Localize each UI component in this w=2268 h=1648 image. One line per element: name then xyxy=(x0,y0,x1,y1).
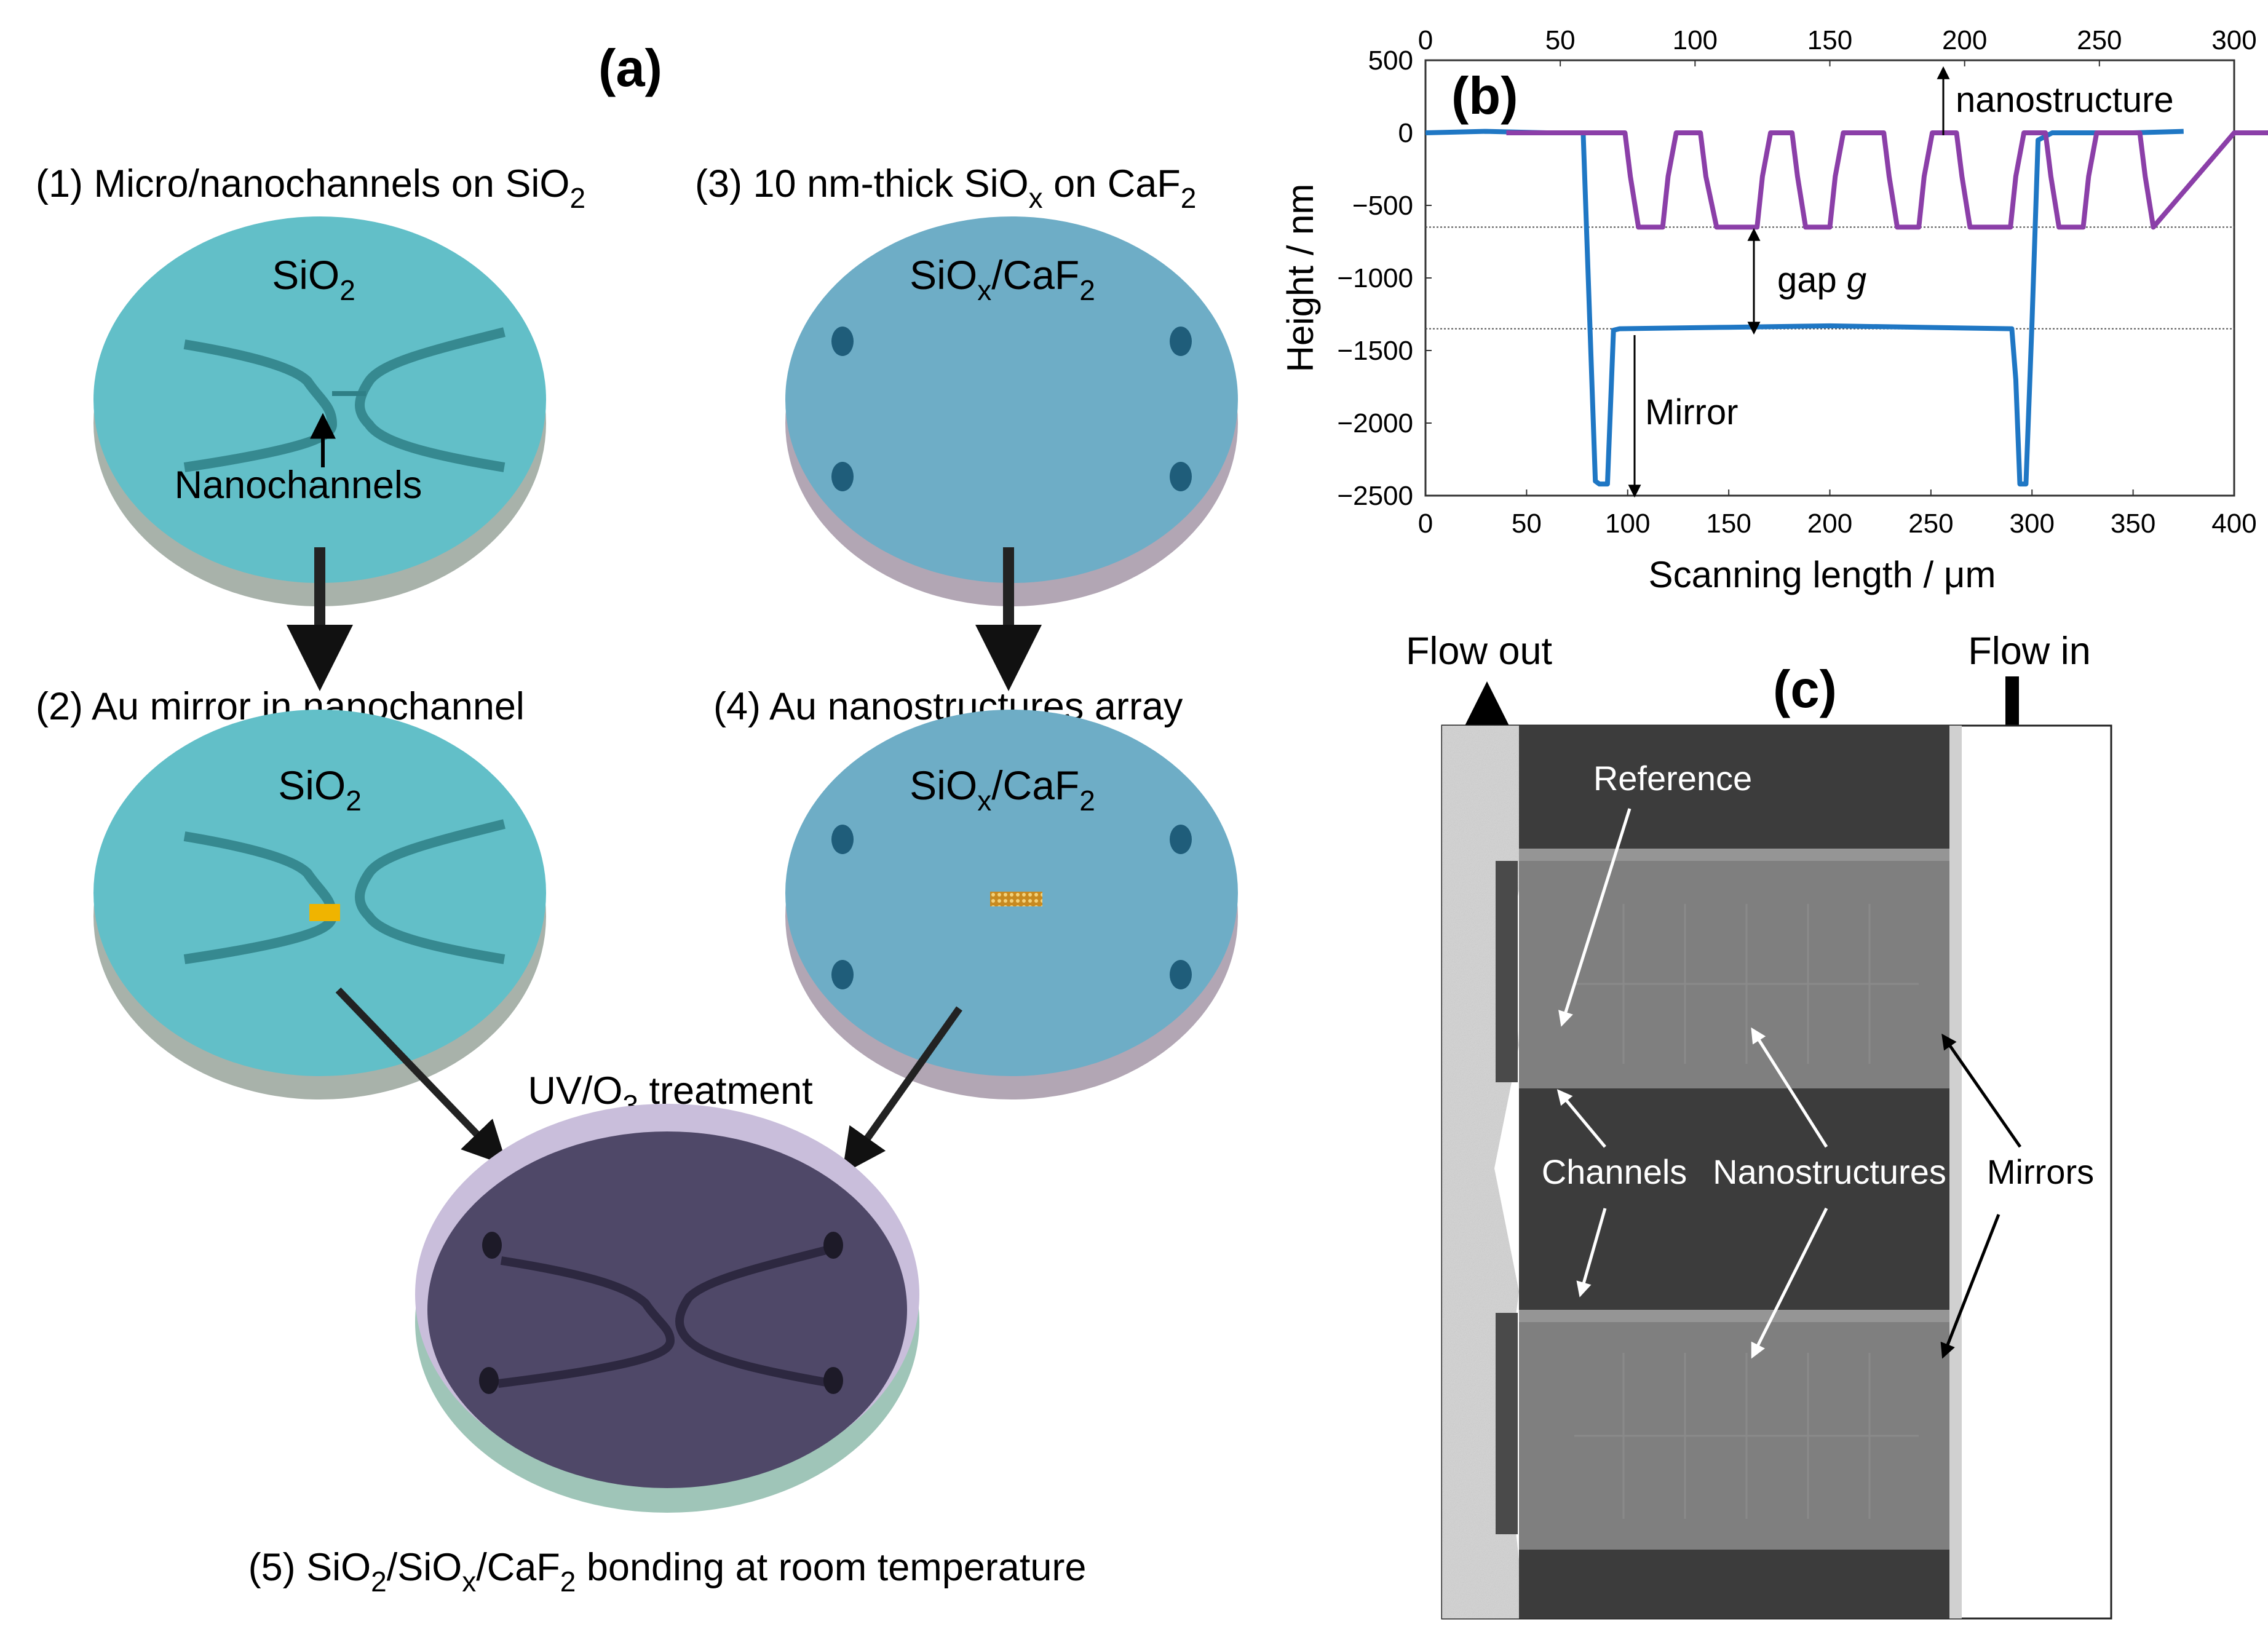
bonded-disk xyxy=(415,1104,919,1513)
disk1-label: SiO2 xyxy=(272,252,355,306)
top-x-tick-label: 150 xyxy=(1807,25,1852,55)
panel-a-label: (a) xyxy=(598,39,662,98)
panel-c: (c) Flow out Flow in xyxy=(1406,630,2112,1620)
reference-arrow xyxy=(1558,808,1632,1027)
mirrors-arrow-lower xyxy=(1940,1214,2000,1359)
siox-caf2-disk-2: SiOx/CaF2 xyxy=(785,710,1238,1099)
series-line-0 xyxy=(1425,129,2184,487)
y-tick-label: 500 xyxy=(1368,46,1413,76)
reference-label: Reference xyxy=(1593,759,1752,798)
disk3-label: SiO2 xyxy=(278,763,362,817)
top-x-tick-label: 250 xyxy=(2077,25,2122,55)
y-tick-label: −500 xyxy=(1352,191,1413,221)
nanostructures-arrow-upper xyxy=(1751,1027,1828,1148)
nanostructure-annotation: nanostructure xyxy=(1956,80,2174,120)
process-arrow-2-5 xyxy=(335,987,507,1166)
top-x-tick-label: 100 xyxy=(1673,25,1718,55)
y-axis-title: Height / nm xyxy=(1280,184,1321,373)
gap-annotation: gap g xyxy=(1777,260,1866,300)
top-x-tick-label: 50 xyxy=(1545,25,1576,55)
x-tick-label: 200 xyxy=(1807,509,1852,539)
x-tick-label: 0 xyxy=(1418,509,1433,539)
nanostructures-label: Nanostructures xyxy=(1713,1152,1946,1191)
x-tick-label: 250 xyxy=(1908,509,1953,539)
flow-in-label: Flow in xyxy=(1968,630,2091,673)
channels-label: Channels xyxy=(1542,1152,1687,1191)
top-x-tick-label: 300 xyxy=(2211,25,2256,55)
nanostructures-arrow-lower xyxy=(1751,1207,1828,1359)
y-tick-label: −1500 xyxy=(1337,336,1413,366)
disk4-label: SiOx/CaF2 xyxy=(910,763,1095,817)
mirrors-arrow-upper xyxy=(1941,1033,2022,1148)
au-mirror xyxy=(309,904,340,921)
x-tick-label: 150 xyxy=(1706,509,1751,539)
x-axis-title: Scanning length / μm xyxy=(1649,554,1996,595)
disk2-label: SiOx/CaF2 xyxy=(910,252,1095,306)
channels-arrow-lower xyxy=(1576,1208,1607,1297)
top-x-tick-label: 0 xyxy=(1418,25,1433,55)
microscope-image: Reference Channels Nanostructures xyxy=(1441,724,2112,1620)
y-tick-label: −2000 xyxy=(1337,408,1413,438)
mirror-annotation: Mirror xyxy=(1645,392,1738,432)
siox-caf2-disk-1: SiOx/CaF2 xyxy=(785,216,1238,606)
y-tick-label: 0 xyxy=(1398,118,1413,148)
x-tick-label: 50 xyxy=(1512,509,1542,539)
panel-b-label: (b) xyxy=(1451,67,1518,125)
x-tick-label: 100 xyxy=(1605,509,1650,539)
step3-caption: (3) 10 nm-thick SiOx on CaF2 xyxy=(695,162,1196,214)
x-tick-label: 400 xyxy=(2211,509,2256,539)
x-tick-label: 350 xyxy=(2111,509,2155,539)
au-nanostructure-array xyxy=(990,892,1042,906)
nanochannels-label: Nanochannels xyxy=(175,464,422,507)
step1-caption: (1) Micro/nanochannels on SiO2 xyxy=(36,162,585,214)
step5-caption: (5) SiO2/SiOx/CaF2 bonding at room tempe… xyxy=(248,1546,1087,1598)
series-line-1 xyxy=(1506,130,2268,230)
y-tick-label: −2500 xyxy=(1337,481,1413,511)
height-profile-chart: 0 50 100 150 200 250 300 350 400 0 50 100 150 200 250… xyxy=(1280,25,2268,595)
sio2-disk-2: SiO2 xyxy=(93,710,546,1099)
panel-c-label: (c) xyxy=(1773,660,1837,719)
flow-out-label: Flow out xyxy=(1406,630,1553,673)
top-x-tick-label: 200 xyxy=(1942,25,1987,55)
process-arrow-4-5 xyxy=(842,1006,962,1175)
y-tick-label: −1000 xyxy=(1337,263,1413,293)
sio2-disk-1: SiO2 Nanochannels xyxy=(93,216,546,606)
x-tick-label: 300 xyxy=(2010,509,2055,539)
channels-arrow-upper xyxy=(1556,1089,1606,1148)
mirrors-label: Mirrors xyxy=(1987,1152,2094,1191)
panel-a: (a) (1) Micro/nanochannels on SiO2 (3) 1… xyxy=(36,39,1238,1598)
